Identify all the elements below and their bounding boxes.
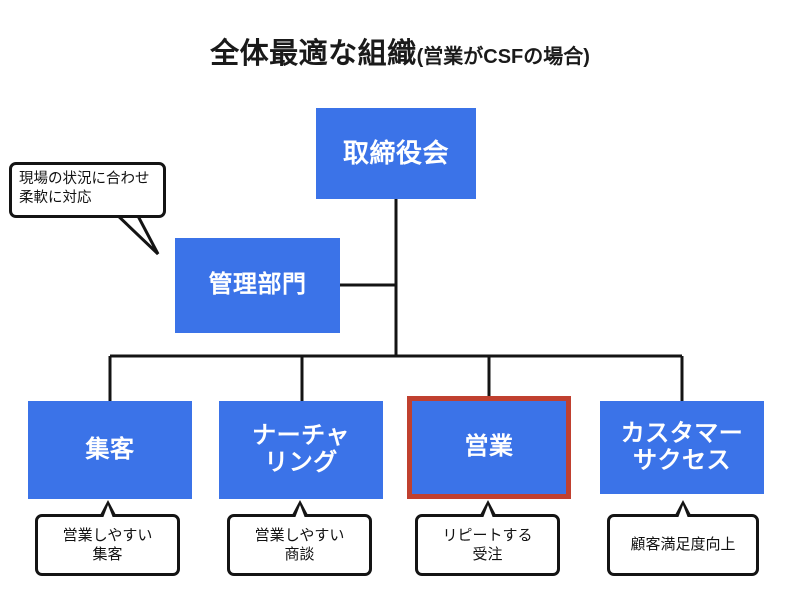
node-admin[interactable]: 管理部門 [175, 238, 340, 333]
outcome-acquisition-line2: 集客 [92, 546, 123, 563]
outcome-customer-success-text: 顧客満足度向上 [630, 536, 736, 554]
page-title: 全体最適な組織(営業がCSFの場合) [0, 40, 800, 69]
page-title-sub: (営業がCSFの場合) [416, 46, 590, 68]
node-nurturing-label: ナーチャ リング [248, 422, 354, 477]
outcome-sales-text: リピートする 受注 [442, 526, 532, 564]
node-nurturing[interactable]: ナーチャ リング [219, 401, 383, 499]
callout-bubble: 現場の状況に合わせ柔軟に対応 [9, 162, 166, 218]
outcome-nurturing-line1: 営業しやすい [254, 526, 345, 544]
outcome-sales-line2: 受注 [472, 546, 503, 563]
page-title-main: 全体最適な組織 [210, 38, 417, 70]
outcome-nurturing-text: 営業しやすい 商談 [255, 526, 345, 564]
node-customer-success-label-line1: カスタマー [620, 419, 744, 447]
node-customer-success[interactable]: カスタマー サクセス [600, 401, 764, 494]
outcome-customer-success: 顧客満足度向上 [607, 500, 759, 576]
node-sales-label: 営業 [464, 433, 514, 461]
outcome-nurturing: 営業しやすい 商談 [227, 500, 372, 576]
node-board-label: 取締役会 [342, 137, 449, 168]
outcome-sales-tail-fill [482, 505, 493, 518]
node-sales[interactable]: 営業 [407, 396, 571, 499]
outcome-sales-line1: リピートする [442, 526, 533, 544]
node-board[interactable]: 取締役会 [316, 108, 476, 199]
outcome-acquisition: 営業しやすい 集客 [35, 500, 180, 576]
outcome-nurturing-line2: 商談 [284, 546, 315, 563]
outcome-customer-success-tail-fill [678, 505, 688, 518]
node-acquisition-label: 集客 [85, 435, 135, 463]
node-admin-label: 管理部門 [208, 271, 307, 299]
node-nurturing-label-line1: ナーチャ [252, 422, 350, 450]
outcome-sales: リピートする 受注 [415, 500, 560, 576]
outcome-acquisition-text: 営業しやすい 集客 [63, 526, 153, 564]
node-acquisition[interactable]: 集客 [28, 401, 192, 499]
node-customer-success-label-line2: サクセス [633, 446, 731, 474]
outcome-acquisition-tail-fill [102, 505, 113, 518]
node-nurturing-label-line2: リング [264, 449, 338, 476]
callout-text: 現場の状況に合わせ柔軟に対応 [19, 171, 150, 207]
node-customer-success-label: カスタマー サクセス [617, 419, 748, 475]
outcome-nurturing-tail-fill [294, 505, 305, 518]
outcome-acquisition-line1: 営業しやすい [62, 526, 153, 544]
